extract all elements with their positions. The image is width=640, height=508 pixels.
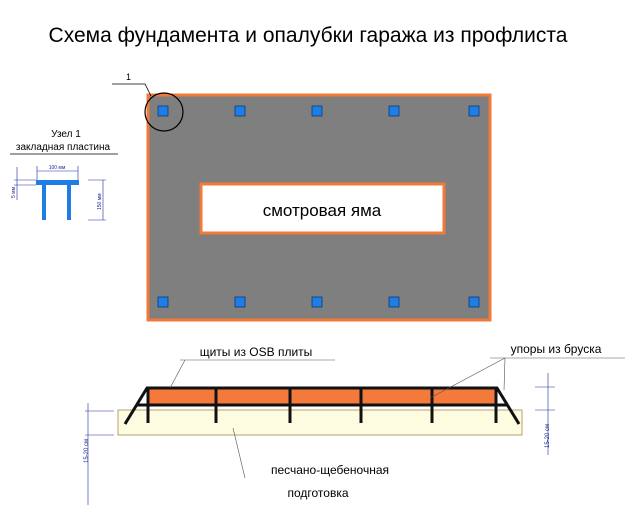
osb-panels: [147, 388, 497, 405]
base-depth-dimension-left: 15-20 см: [84, 439, 90, 463]
width-dimension: 100 мм: [49, 165, 66, 171]
callout-number: 1: [126, 72, 131, 82]
plate-leg: [42, 185, 46, 220]
base-depth-dimension-right: 15-20 см: [545, 424, 551, 448]
foundation-plan: смотровая яма 1: [112, 72, 492, 322]
node-title: Узел 1: [51, 129, 81, 140]
inspection-pit: [199, 182, 446, 235]
embedded-plate: [157, 105, 169, 117]
plate-leg: [67, 185, 71, 220]
node-callout-circle: [144, 92, 184, 132]
plate: [36, 180, 79, 185]
diagram-title: Схема фундамента и опалубки гаража из пр…: [49, 24, 568, 47]
base-label-line1: песчано-щебеночная: [271, 463, 389, 477]
height-dimension: 150 мм: [97, 193, 103, 210]
formwork-frame: [123, 386, 521, 425]
embedded-plate: [234, 105, 246, 117]
embedded-plate: [157, 296, 169, 308]
thickness-dimension: 5 мм: [11, 186, 17, 198]
embedded-plate: [388, 296, 400, 308]
node-subtitle: закладная пластина: [16, 142, 111, 153]
node-detail: Узел 1 закладная пластина 100 мм 5 мм 15…: [10, 129, 118, 221]
embedded-plate: [468, 296, 480, 308]
osb-panels-label: щиты из OSB плиты: [200, 345, 313, 359]
braces-label: упоры из бруска: [511, 342, 602, 356]
formwork-section: щиты из OSB плиты упоры из бруска песчан…: [84, 342, 625, 505]
callout-leader: [112, 83, 152, 97]
embedded-plates: [157, 105, 480, 308]
embedded-plate: [468, 105, 480, 117]
embedded-plate: [234, 296, 246, 308]
embedded-plate: [388, 105, 400, 117]
sand-gravel-base: [117, 409, 523, 436]
base-label-line2: подготовка: [287, 486, 348, 500]
embedded-plate: [311, 105, 323, 117]
embedded-plate: [311, 296, 323, 308]
pit-label: смотровая яма: [263, 201, 382, 220]
